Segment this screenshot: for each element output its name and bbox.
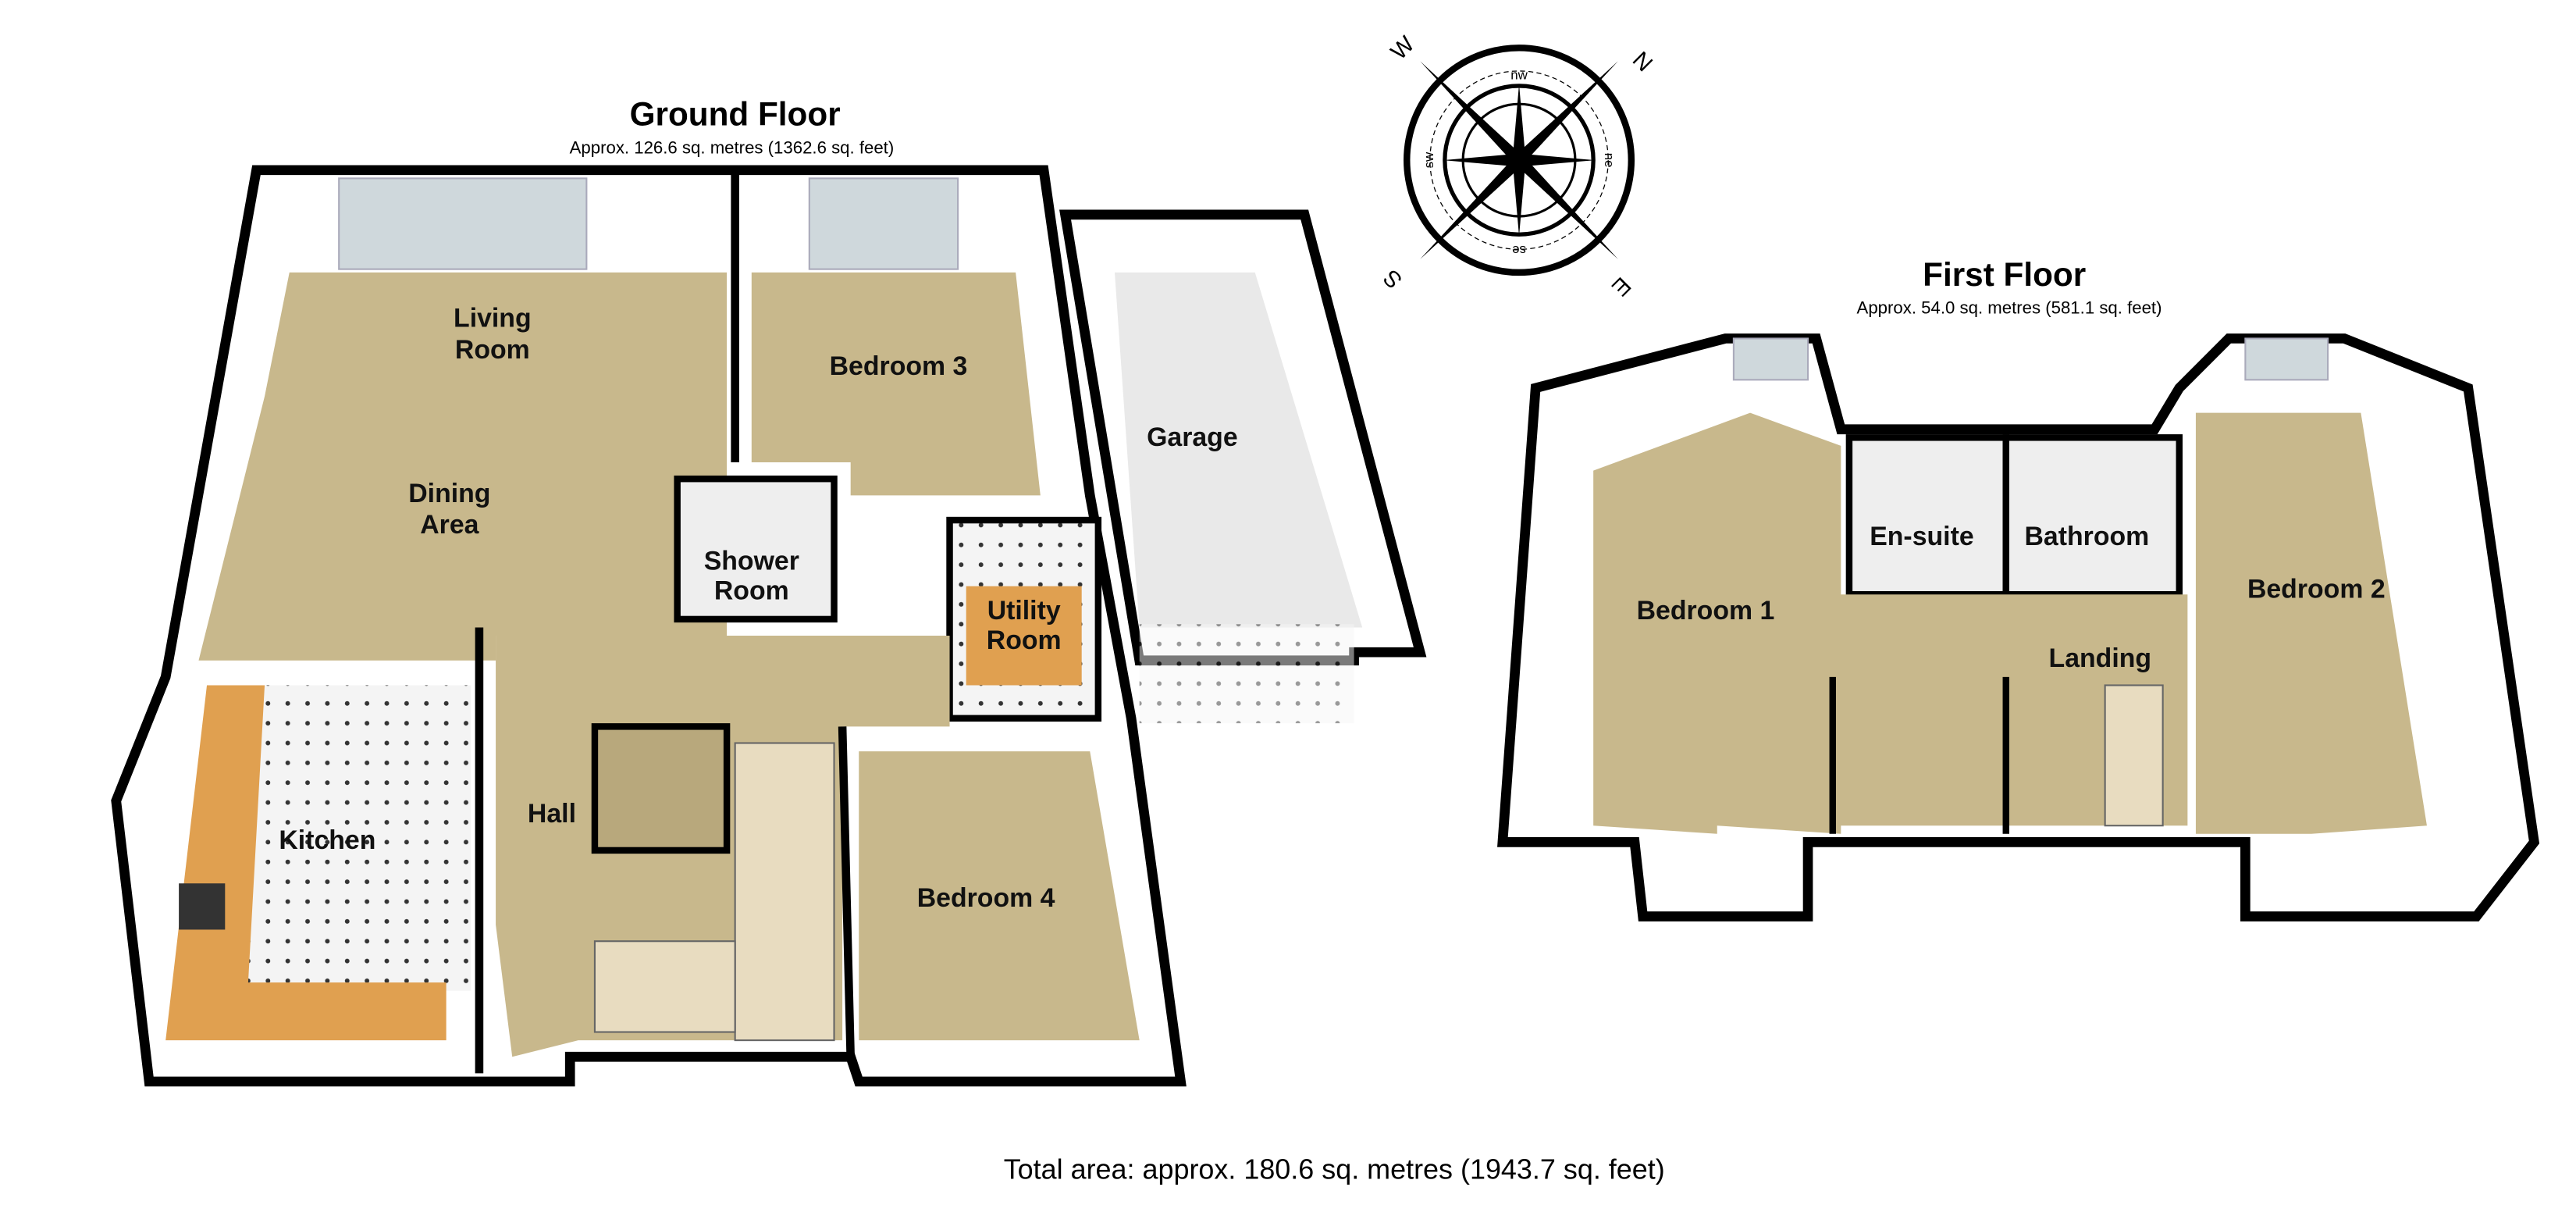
room-label-utility-room: Utility (987, 596, 1061, 626)
bedroom3-floor (751, 272, 1041, 496)
room-label-bedroom-3: Bedroom 3 (830, 351, 968, 381)
ensuite-floor (1845, 434, 2010, 598)
compass-needles (1420, 61, 1618, 259)
bedroom4-floor (859, 751, 1140, 1041)
room-label-bedroom-2: Bedroom 2 (2247, 574, 2386, 604)
bathroom-floor (2002, 434, 2183, 598)
compass-ne: ne (1602, 153, 1617, 168)
landing-stairs (2104, 684, 2164, 827)
hob-icon (179, 883, 226, 930)
room-label-hall: Hall (528, 799, 576, 829)
room-label-dining-area: Dining (408, 479, 490, 508)
compass-se: se (1512, 243, 1526, 258)
total-area: Total area: approx. 180.6 sq. metres (19… (1004, 1153, 1665, 1185)
first-floor-plan: Bedroom 1 En-suite Bathroom Bedroom 2 La… (1497, 333, 2540, 921)
living-dining-floor (198, 272, 728, 661)
first-floor-area: Approx. 54.0 sq. metres (581.1 sq. feet) (1857, 298, 2162, 318)
stairs (734, 742, 835, 1042)
garage-door (1139, 624, 1354, 724)
room-label-bedroom-4: Bedroom 4 (917, 883, 1055, 913)
compass-rose: N E S W nw ne se sw (1379, 31, 1658, 301)
bedroom2-floor (2195, 412, 2427, 834)
shower-room-floor (674, 475, 838, 623)
compass-w: W (1386, 31, 1419, 65)
room-label-dining-area-2: Area (420, 510, 479, 540)
landing-floor (1832, 594, 2188, 826)
room-label-living-room-2: Room (455, 335, 530, 365)
compass-sw: sw (1421, 152, 1436, 168)
room-label-kitchen: Kitchen (279, 825, 375, 855)
ground-floor-title: Ground Floor (630, 96, 841, 133)
room-label-ensuite: En-suite (1870, 522, 1973, 551)
room-label-bedroom-1: Bedroom 1 (1637, 596, 1775, 626)
cupboard (591, 723, 731, 854)
ground-floor-plan: Living Room Dining Area Bedroom 3 Garage… (111, 165, 1427, 1087)
compass-e: E (1606, 272, 1635, 301)
bedroom1-floor (1593, 412, 1841, 834)
compass-nw: nw (1510, 67, 1528, 82)
room-label-utility-room-2: Room (987, 626, 1062, 655)
room-label-living-room: Living (454, 304, 532, 333)
room-label-shower-room: Shower (704, 546, 799, 576)
garage-floor (1114, 272, 1363, 628)
ground-floor-area: Approx. 126.6 sq. metres (1362.6 sq. fee… (570, 138, 895, 158)
room-label-shower-room-2: Room (714, 576, 789, 606)
room-label-landing: Landing (2049, 643, 2152, 673)
first-floor-title: First Floor (1923, 256, 2086, 293)
stairs-lower (593, 940, 736, 1033)
utility-worktop (966, 586, 1082, 686)
room-label-bathroom: Bathroom (2025, 522, 2150, 551)
compass-s: S (1379, 264, 1407, 293)
compass-n: N (1628, 47, 1657, 77)
room-label-garage: Garage (1147, 422, 1238, 452)
kitchen-worktop (165, 685, 447, 1041)
